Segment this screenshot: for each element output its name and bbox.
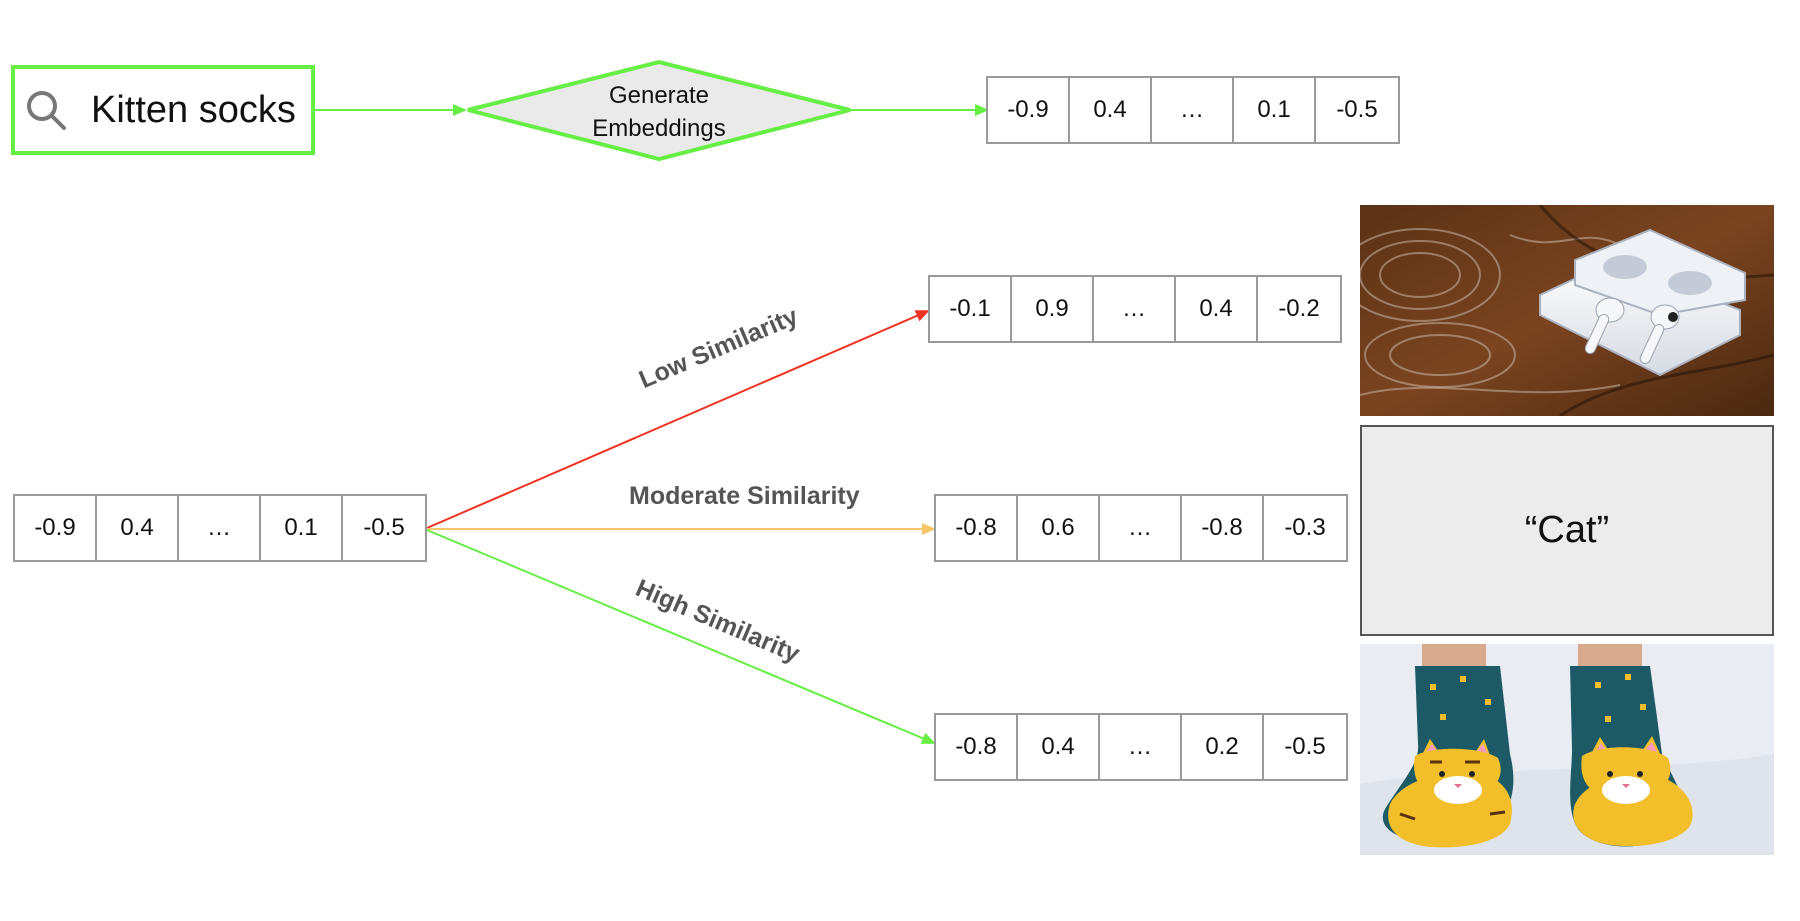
high-similarity-arrow (426, 529, 936, 744)
vector-cell: -0.8 (1182, 496, 1264, 560)
vector-cell: 0.1 (1234, 78, 1316, 142)
high-similarity-vector: -0.8 0.4 … 0.2 -0.5 (934, 713, 1348, 781)
vector-cell: … (179, 496, 261, 560)
vector-cell: 0.9 (1012, 277, 1094, 341)
vector-cell: 0.1 (261, 496, 343, 560)
vector-cell: 0.4 (97, 496, 179, 560)
vector-cell: -0.9 (988, 78, 1070, 142)
vector-cell: … (1100, 715, 1182, 779)
airpods-photo (1360, 205, 1774, 416)
vector-cell: -0.8 (936, 496, 1018, 560)
generate-label-line2: Embeddings (592, 115, 725, 142)
vector-cell: 0.2 (1182, 715, 1264, 779)
vector-cell: -0.2 (1278, 295, 1320, 322)
vector-cell: -0.5 (363, 514, 405, 541)
vector-cell: -0.8 (936, 715, 1018, 779)
vector-cell: -0.9 (15, 496, 97, 560)
vector-cell: -0.3 (1284, 514, 1326, 541)
moderate-similarity-label: Moderate Similarity (629, 482, 860, 510)
vector-cell: 0.6 (1018, 496, 1100, 560)
vector-cell: -0.5 (1336, 96, 1378, 123)
vector-cell: 0.4 (1018, 715, 1100, 779)
vector-cell: … (1100, 496, 1182, 560)
search-query-text: Kitten socks (91, 88, 296, 131)
low-similarity-vector: -0.1 0.9 … 0.4 -0.2 (928, 275, 1342, 343)
generate-label-line1: Generate (609, 82, 709, 109)
vector-cell: -0.5 (1284, 733, 1326, 760)
vector-cell: 0.4 (1070, 78, 1152, 142)
search-icon (27, 91, 66, 130)
generate-embeddings-diamond (467, 59, 851, 162)
vector-cell: 0.4 (1176, 277, 1258, 341)
low-similarity-arrow (426, 310, 930, 529)
source-embedding-vector: -0.9 0.4 … 0.1 -0.5 (13, 494, 427, 562)
cat-socks-photo (1360, 644, 1774, 855)
moderate-similarity-vector: -0.8 0.6 … -0.8 -0.3 (934, 494, 1348, 562)
vector-cell: … (1152, 78, 1234, 142)
search-box[interactable]: Kitten socks (11, 65, 315, 155)
vector-cell: -0.1 (930, 277, 1012, 341)
vector-cell: … (1094, 277, 1176, 341)
cat-text-panel: “Cat” (1360, 425, 1774, 636)
query-embedding-vector: -0.9 0.4 … 0.1 -0.5 (986, 76, 1400, 144)
